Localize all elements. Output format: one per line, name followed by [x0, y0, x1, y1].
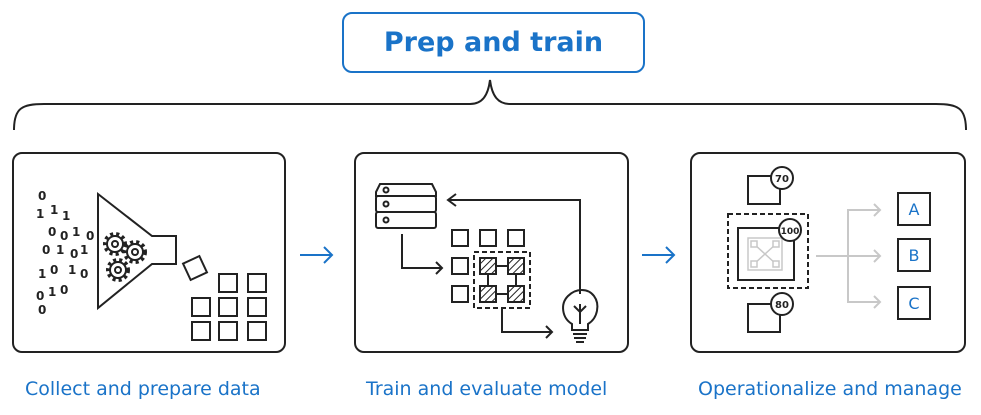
svg-text:1: 1 [38, 267, 46, 281]
svg-text:1: 1 [68, 263, 76, 277]
svg-text:1: 1 [50, 203, 58, 217]
data-arrow [401, 234, 442, 269]
score-100: 100 [781, 227, 800, 237]
operationalize-illustration: 70 100 80 A [727, 166, 931, 333]
score-badge [770, 166, 794, 190]
deployed-model-selection [727, 213, 809, 289]
prep-and-train-title: Prep and train [342, 12, 645, 73]
svg-text:1: 1 [56, 243, 64, 257]
svg-text:0: 0 [70, 247, 78, 261]
svg-text:0: 0 [50, 263, 58, 277]
prepared-data-grid [191, 273, 267, 341]
svg-text:1: 1 [80, 243, 88, 257]
svg-text:0: 0 [38, 189, 46, 203]
model-grid [451, 229, 525, 303]
panel-operationalize-manage: 70 100 80 A [690, 152, 966, 353]
output-label-b: B [909, 246, 920, 265]
svg-text:1: 1 [36, 207, 44, 221]
score-70: 70 [775, 174, 789, 185]
database-icon [375, 183, 437, 229]
svg-text:0: 0 [38, 303, 46, 317]
svg-text:0: 0 [60, 283, 68, 297]
svg-text:0: 0 [86, 229, 94, 243]
output-label-a: A [909, 200, 920, 219]
lightbulb-icon [562, 289, 599, 343]
output-label-c: C [908, 294, 919, 313]
score-80: 80 [775, 300, 789, 311]
flow-arrow-icon [642, 246, 676, 264]
gears-icon [103, 232, 147, 282]
svg-text:1: 1 [62, 209, 70, 223]
output-branches [816, 203, 882, 309]
output-box-c [897, 286, 931, 320]
svg-text:1: 1 [72, 225, 80, 239]
model-connections [487, 265, 517, 295]
caption-train-evaluate: Train and evaluate model [366, 378, 608, 400]
output-arrow [501, 308, 552, 333]
panel-train-evaluate [354, 152, 629, 353]
flow-arrow-icon [300, 246, 334, 264]
grouping-brace [13, 79, 967, 131]
svg-text:0: 0 [42, 243, 50, 257]
output-box-a [897, 192, 931, 226]
processed-block [181, 254, 209, 282]
caption-collect-prepare: Collect and prepare data [25, 378, 261, 400]
output-box-b [897, 238, 931, 272]
feedback-arrow [448, 199, 581, 294]
title-label: Prep and train [383, 27, 604, 58]
svg-text:0: 0 [36, 289, 44, 303]
svg-text:0: 0 [60, 229, 68, 243]
train-evaluate-illustration [375, 183, 599, 343]
svg-text:1: 1 [48, 285, 56, 299]
svg-text:0: 0 [80, 267, 88, 281]
svg-text:0: 0 [48, 225, 56, 239]
caption-operationalize-manage: Operationalize and manage [698, 378, 962, 400]
